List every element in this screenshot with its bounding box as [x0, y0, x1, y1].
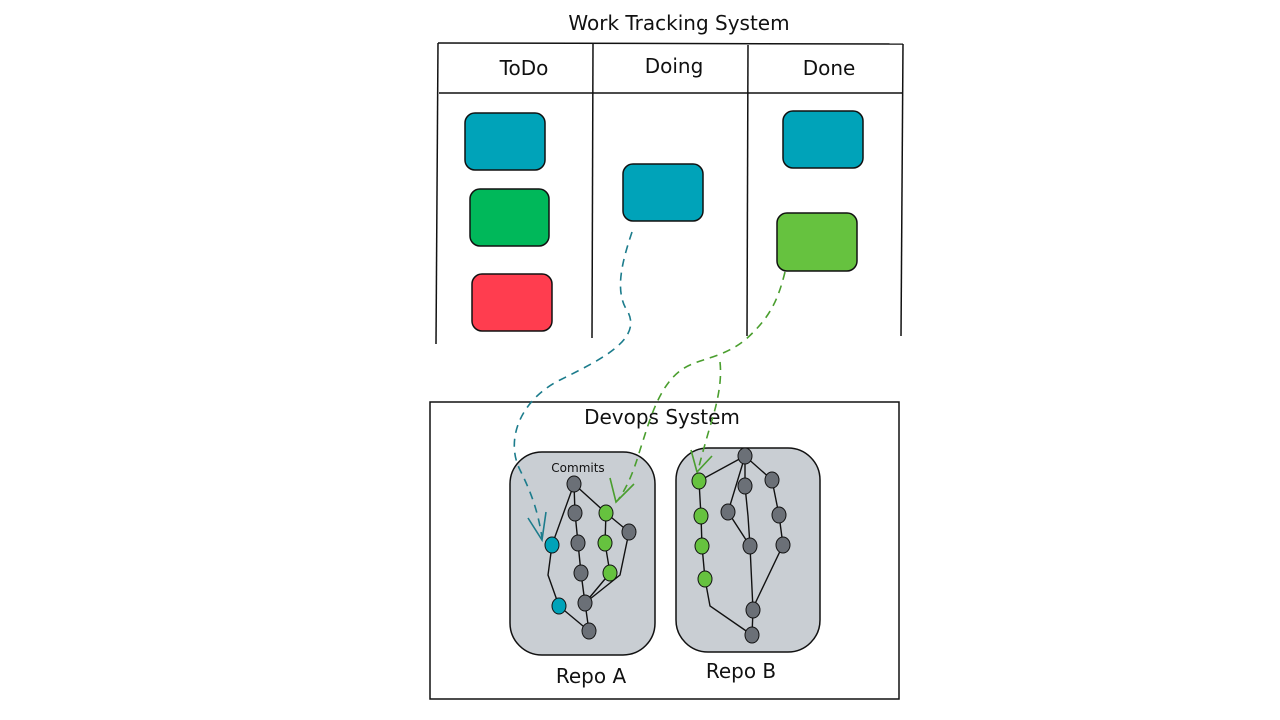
column-header-todo: ToDo	[499, 56, 549, 80]
link-arrowheads	[527, 449, 713, 543]
commit-node[interactable]	[745, 601, 761, 619]
devops-title: Devops System	[584, 405, 740, 429]
commit-node[interactable]	[621, 523, 637, 541]
arrowhead-green-a	[609, 477, 635, 504]
commit-node[interactable]	[744, 626, 760, 644]
commit-node[interactable]	[737, 447, 753, 465]
repo-a-label: Repo A	[556, 664, 627, 688]
card-doing-teal[interactable]	[622, 163, 704, 222]
commit-node[interactable]	[771, 506, 787, 524]
repo-a-box	[509, 451, 656, 656]
link-done-to-repo-b	[697, 361, 722, 471]
column-divider-1	[591, 43, 594, 339]
card-done-teal[interactable]	[782, 110, 864, 169]
commit-node[interactable]	[775, 536, 791, 554]
board-right-border	[900, 43, 904, 337]
link-doing-to-repo-a	[513, 231, 633, 539]
commit-node-teal[interactable]	[551, 597, 567, 615]
repo-b-commits	[691, 447, 791, 644]
commit-node-green[interactable]	[693, 507, 709, 525]
board-title: Work Tracking System	[568, 11, 789, 35]
arrowhead-green-b	[690, 449, 713, 474]
link-done-to-repo-a	[617, 271, 786, 501]
commit-node[interactable]	[573, 564, 589, 582]
column-header-doing: Doing	[645, 54, 704, 78]
board-left-border	[435, 42, 439, 345]
commit-node[interactable]	[764, 471, 780, 489]
repo-b-label: Repo B	[706, 659, 776, 683]
card-todo-red[interactable]	[471, 273, 553, 332]
commit-node[interactable]	[720, 503, 736, 521]
commits-label: Commits	[551, 461, 604, 475]
board-grid	[435, 42, 904, 345]
commit-node[interactable]	[581, 622, 597, 640]
work-item-links	[513, 231, 786, 539]
card-done-green[interactable]	[776, 212, 858, 272]
commit-node[interactable]	[570, 534, 586, 552]
commit-node-teal[interactable]	[544, 536, 560, 554]
commit-node-green[interactable]	[691, 472, 707, 490]
repo-a: Commits Repo A	[509, 451, 656, 688]
card-todo-green[interactable]	[469, 188, 550, 247]
commit-node[interactable]	[567, 504, 583, 522]
arrowhead-teal	[527, 511, 547, 543]
commit-node[interactable]	[737, 477, 753, 495]
commit-node-green[interactable]	[598, 504, 614, 522]
devops-system: Devops System Commits	[429, 401, 900, 700]
commit-node-green[interactable]	[694, 537, 710, 555]
card-todo-teal[interactable]	[464, 112, 546, 171]
commit-node-green[interactable]	[597, 534, 613, 552]
commit-node[interactable]	[566, 475, 582, 493]
repo-b: Repo B	[675, 447, 821, 683]
column-divider-2	[746, 44, 749, 337]
repo-a-commits	[544, 475, 637, 640]
commit-node-green[interactable]	[602, 564, 618, 582]
commit-node-green[interactable]	[697, 570, 713, 588]
column-header-done: Done	[803, 56, 856, 80]
commit-node[interactable]	[742, 537, 758, 555]
work-tracking-board: Work Tracking System ToDo Doing Done	[435, 11, 904, 345]
devops-frame	[429, 401, 900, 700]
board-top-border	[437, 42, 904, 45]
commit-node[interactable]	[577, 594, 593, 612]
